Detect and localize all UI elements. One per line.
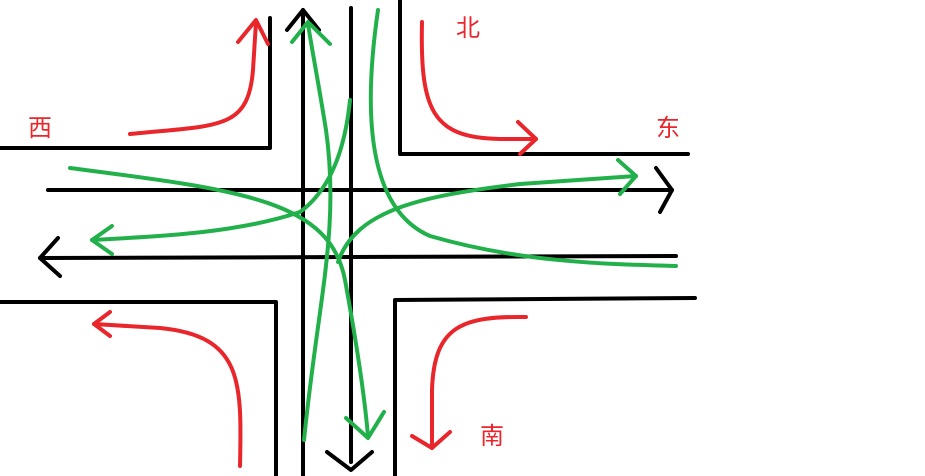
through-paths	[68, 8, 678, 442]
road-curbs	[0, 0, 697, 476]
curb-northeast	[398, 0, 690, 156]
path-south-to-east	[336, 174, 638, 264]
label-south: 南	[480, 422, 504, 450]
turn-west-to-north	[128, 20, 258, 136]
label-east: 东	[656, 114, 680, 142]
path-west-to-south	[68, 166, 370, 438]
turn-south-to-west	[92, 322, 243, 468]
path-inner-northwest	[298, 98, 352, 214]
right-turn-paths	[92, 18, 538, 468]
arrow-westbound	[38, 236, 62, 278]
arrow-eastbound	[654, 166, 674, 214]
path-south-to-east-head	[616, 158, 638, 196]
path-south-to-north-head	[290, 20, 332, 46]
turn-west-to-north-head	[236, 18, 270, 46]
path-east-to-west	[90, 210, 302, 242]
turn-east-to-south-head	[410, 430, 452, 450]
curb-northwest	[0, 16, 272, 150]
curb-southeast	[393, 296, 697, 476]
turn-east-to-south	[430, 314, 528, 450]
lane-lines	[38, 6, 678, 476]
lane-westbound	[38, 254, 678, 260]
turn-north-to-east	[419, 20, 538, 141]
arrow-northbound	[285, 8, 321, 32]
path-south-to-north	[302, 22, 333, 442]
curb-southwest	[0, 300, 278, 476]
arrow-southbound	[325, 450, 374, 472]
turn-south-to-west-head	[92, 310, 112, 338]
path-north-to-east	[368, 8, 678, 268]
path-west-to-south-head	[344, 410, 386, 440]
path-east-to-west-head	[90, 224, 114, 256]
turn-north-to-east-head	[516, 120, 538, 156]
label-north: 北	[456, 14, 480, 42]
label-west: 西	[28, 114, 52, 142]
